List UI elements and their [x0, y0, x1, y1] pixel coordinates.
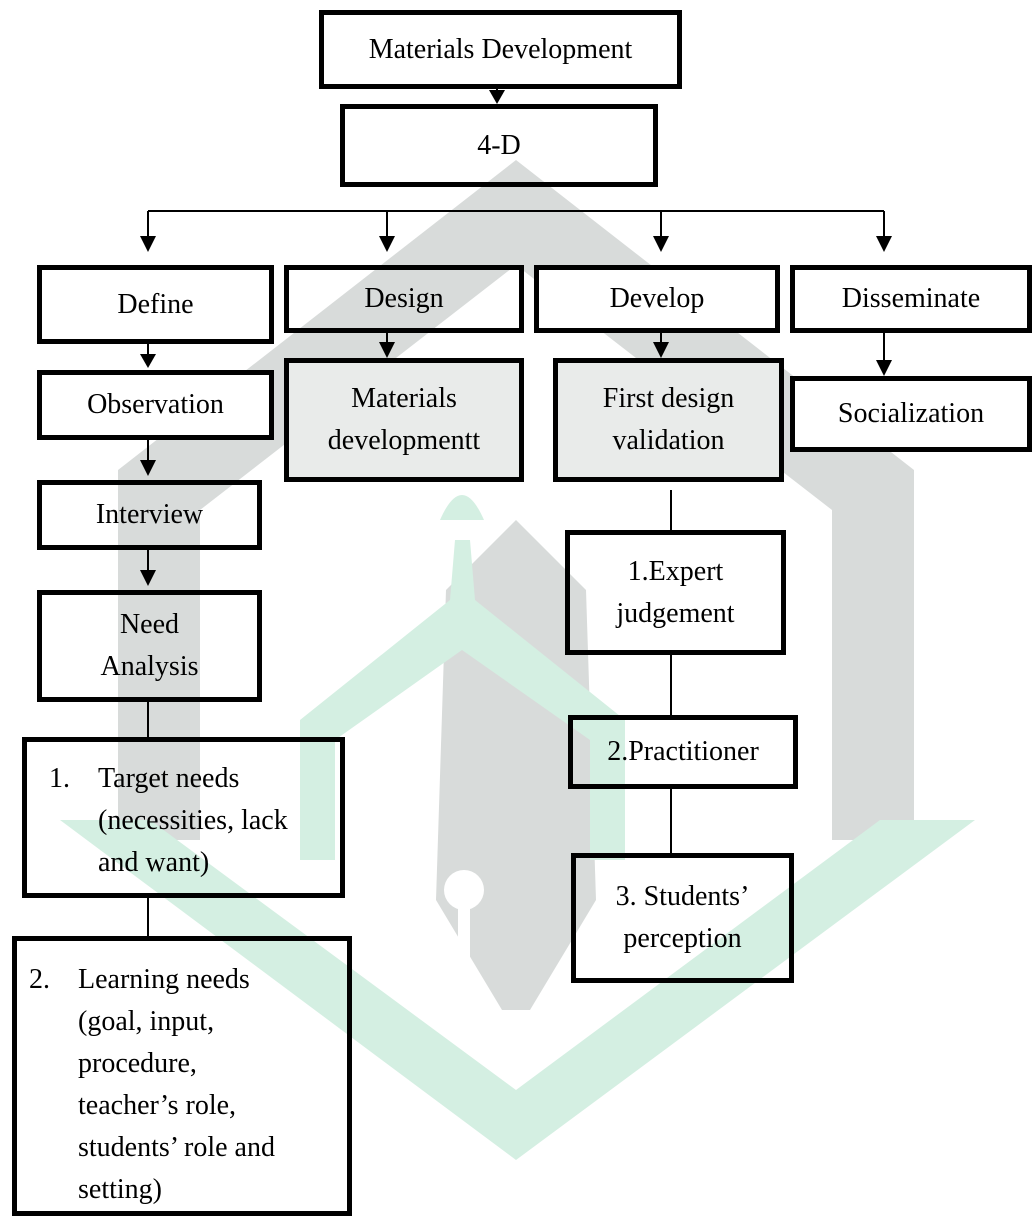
socialization-box: Socialization	[790, 376, 1032, 452]
arrowhead-disseminate	[876, 236, 892, 252]
design-label: Design	[364, 283, 444, 314]
first-design-validation-box: First design validation	[553, 358, 784, 482]
socialization-label: Socialization	[837, 398, 985, 429]
materials-developmentt-line-2: developmentt	[327, 425, 481, 456]
target-needs-box: 1. Target needs (necessities, lack and w…	[22, 737, 345, 898]
first-design-validation-line-1: First design	[602, 383, 735, 414]
need-analysis-line-2: Analysis	[100, 651, 199, 682]
learning-needs-line-2: (goal, input,	[78, 1006, 215, 1037]
materials-development-box: Materials Development	[319, 10, 682, 89]
observation-box: Observation	[37, 370, 274, 440]
arrowhead-social	[876, 360, 892, 376]
four-d-label: 4-D	[477, 129, 521, 161]
students-perception-box: 3. Students’ perception	[571, 853, 794, 983]
learning-needs-line-6: setting)	[78, 1174, 162, 1205]
target-needs-line-2: (necessities, lack	[98, 805, 288, 836]
expert-judgement-line-1: 1.Expert	[627, 555, 724, 587]
disseminate-label: Disseminate	[841, 283, 981, 314]
first-design-validation-line-2: validation	[612, 425, 725, 456]
interview-label: Interview	[95, 499, 204, 530]
practitioner-label: 2.Practitioner	[607, 736, 759, 767]
arrowhead-define	[140, 236, 156, 252]
target-needs-number: 1.	[49, 763, 70, 794]
arrowhead-4d	[489, 90, 505, 104]
expert-judgement-line-2: judgement	[616, 597, 735, 629]
target-needs-line-1: Target needs	[98, 763, 240, 794]
arrowhead-design	[379, 236, 395, 252]
define-box: Define	[37, 265, 274, 344]
four-d-box: 4-D	[340, 104, 658, 187]
practitioner-box: 2.Practitioner	[568, 715, 798, 789]
learning-needs-line-4: teacher’s role,	[78, 1090, 237, 1121]
arrowhead-need	[140, 570, 156, 586]
expert-judgement-box: 1.Expert judgement	[565, 530, 786, 655]
watermark-pen-slit	[458, 890, 470, 1010]
arrowhead-interview	[140, 460, 156, 476]
arrowhead-first	[653, 342, 669, 358]
learning-needs-line-1: Learning needs	[78, 964, 250, 995]
need-analysis-box: Need Analysis	[37, 590, 262, 702]
disseminate-box: Disseminate	[790, 265, 1032, 333]
observation-label: Observation	[87, 389, 224, 420]
define-label: Define	[117, 288, 194, 320]
design-box: Design	[284, 265, 524, 333]
arrowhead-observation	[140, 354, 156, 368]
materials-developmentt-box: Materials developmentt	[284, 358, 524, 482]
materials-development-label: Materials Development	[368, 33, 633, 65]
target-needs-line-3: and want)	[98, 847, 210, 878]
learning-needs-line-3: procedure,	[78, 1048, 197, 1079]
arrowhead-develop	[653, 236, 669, 252]
students-perception-line-1: 3. Students’	[615, 881, 750, 912]
learning-needs-box: 2. Learning needs (goal, input, procedur…	[12, 936, 352, 1216]
develop-box: Develop	[534, 265, 780, 333]
materials-developmentt-line-1: Materials	[351, 383, 457, 414]
develop-label: Develop	[609, 283, 705, 314]
need-analysis-line-1: Need	[119, 609, 180, 640]
arrowhead-materials	[379, 342, 395, 358]
students-perception-line-2: perception	[623, 923, 742, 954]
learning-needs-number: 2.	[29, 964, 50, 995]
interview-box: Interview	[37, 480, 262, 550]
learning-needs-line-5: students’ role and	[78, 1132, 275, 1163]
